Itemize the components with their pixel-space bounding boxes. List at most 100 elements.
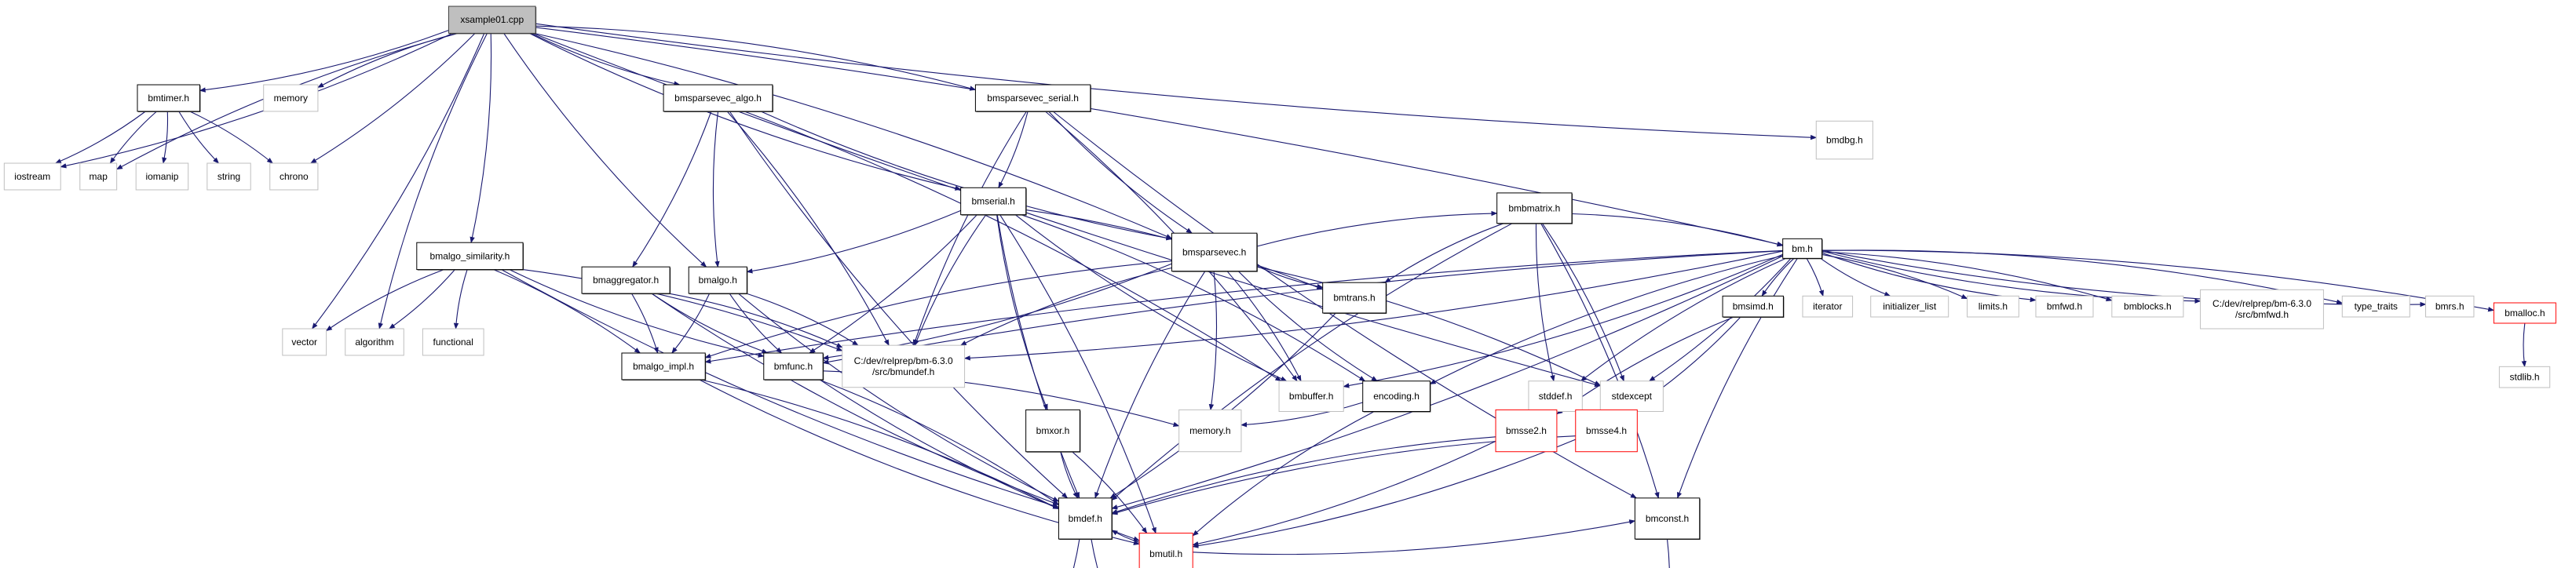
node-xsample01[interactable]: xsample01.cpp xyxy=(448,5,537,35)
edge-bm-to-iterator xyxy=(1806,258,1824,297)
node-encoding[interactable]: encoding.h xyxy=(1362,380,1431,413)
edge-bmserial-to-bmalgo xyxy=(746,209,961,274)
edge-bmalgo_impl-to-bmdef xyxy=(700,379,1060,510)
edge-bmsparsevec-to-bmbuffer xyxy=(1226,271,1302,382)
edge-xsample01-to-bmserial xyxy=(528,32,962,191)
node-bmsparsevec-algo[interactable]: bmsparsevec_algo.h xyxy=(663,84,773,112)
node-label: bmrs.h xyxy=(2435,301,2465,312)
node-box xyxy=(1171,232,1258,272)
node-limits: limits.h xyxy=(1967,295,2019,318)
edge-bmserial-to-encoding xyxy=(1021,214,1366,382)
node-box xyxy=(416,242,524,271)
edge-bmsparsevec-to-bmtrans xyxy=(1256,265,1324,289)
node-bm[interactable]: bm.h xyxy=(1782,238,1823,260)
node-label: memory xyxy=(274,93,308,104)
node-label: C:/dev/relprep/bm-6.3.0 xyxy=(854,355,953,366)
edge-xsample01-to-algorithm xyxy=(378,33,488,330)
edge-bmalloc-to-stdlib xyxy=(2521,322,2527,368)
edge-bmalgo_similarity-to-bmundef xyxy=(522,269,843,351)
node-bmfwd: bmfwd.h xyxy=(2035,295,2094,318)
node-bmtrans[interactable]: bmtrans.h xyxy=(1322,282,1387,314)
node-bmundef: C:/dev/relprep/bm-6.3.0/src/bmundef.h xyxy=(842,344,966,388)
edge-xsample01-to-bmalgo_similarity xyxy=(470,33,492,243)
node-bmbmatrix[interactable]: bmbmatrix.h xyxy=(1496,192,1573,224)
edge-bmbmatrix-to-bmtrans xyxy=(1384,223,1504,283)
node-label: bmsimd.h xyxy=(1733,301,1774,312)
edge-bmsparsevec-to-stdexcept xyxy=(1256,266,1602,386)
edge-xsample01-to-bmsparsevec_serial xyxy=(535,25,977,91)
node-box xyxy=(1278,380,1344,412)
node-box xyxy=(2493,302,2556,324)
edge-bmsse2-to-bmdef xyxy=(1111,436,1496,515)
node-bmserial[interactable]: bmserial.h xyxy=(960,187,1027,216)
node-label: bmdef.h xyxy=(1069,513,1102,524)
node-box xyxy=(1634,497,1701,540)
node-bmblocks: bmblocks.h xyxy=(2111,295,2184,318)
node-bmaggregator[interactable]: bmaggregator.h xyxy=(581,266,671,295)
edge-bmsparsevec_algo-to-bmaggregator xyxy=(632,111,712,268)
node-bmsparsevec[interactable]: bmsparsevec.h xyxy=(1171,232,1258,272)
edge-bmserial-to-bmxor xyxy=(996,214,1048,411)
node-label: bmalloc.h xyxy=(2505,308,2545,319)
node-box xyxy=(1025,409,1080,453)
edge-bmsparsevec_algo-to-bmdef xyxy=(729,111,1069,499)
node-box xyxy=(1528,380,1583,412)
node-box xyxy=(2498,366,2551,388)
edge-bm-to-bmalloc xyxy=(1821,249,2495,312)
node-box xyxy=(422,328,484,356)
edge-bmalgo-to-bmfunc xyxy=(729,293,783,354)
node-bmconst[interactable]: bmconst.h xyxy=(1634,497,1701,541)
edge-bmsparsevec-to-bmfunc xyxy=(822,263,1172,360)
edge-bm-to-bmconst xyxy=(1677,257,1798,499)
node-label: encoding.h xyxy=(1373,391,1420,402)
node-label: memory.h xyxy=(1189,425,1230,436)
edge-bmtimer-to-chrono xyxy=(189,111,273,164)
edge-bmsparsevec_serial-to-bmsparsevec xyxy=(1048,111,1193,234)
node-box xyxy=(345,328,404,356)
node-label: bmsparsevec_serial.h xyxy=(987,93,1079,104)
node-bmfunc[interactable]: bmfunc.h xyxy=(763,352,824,380)
node-box xyxy=(974,84,1091,112)
node-bmalgo-impl[interactable]: bmalgo_impl.h xyxy=(621,352,707,380)
node-box xyxy=(2200,289,2324,330)
edge-bm-to-initializer_list xyxy=(1820,257,1891,297)
node-bmtimer[interactable]: bmtimer.h xyxy=(137,84,201,112)
node-bmxor[interactable]: bmxor.h xyxy=(1025,409,1081,453)
node-iostream: iostream xyxy=(3,162,61,191)
edge-bmsparsevec-to-memory_h xyxy=(1208,271,1218,411)
edge-bmtimer-to-iomanip xyxy=(162,111,169,164)
node-bmrs: bmrs.h xyxy=(2424,295,2475,318)
node-label: chrono xyxy=(280,171,309,182)
edge-encoding-to-memory_h xyxy=(1240,402,1363,428)
node-stddef: stddef.h xyxy=(1528,380,1583,412)
node-box xyxy=(1362,380,1431,412)
node-map: map xyxy=(79,162,118,191)
node-bmalgo-similarity[interactable]: bmalgo_similarity.h xyxy=(416,242,524,271)
edge-bmbmatrix-to-stddef xyxy=(1535,223,1555,382)
node-bmalloc[interactable]: bmalloc.h xyxy=(2493,302,2556,324)
edge-xsample01-to-bm xyxy=(535,27,1784,247)
node-label: bmsparsevec.h xyxy=(1182,246,1246,257)
edge-bm-to-stddef xyxy=(1580,257,1786,382)
node-label: bmsse4.h xyxy=(1586,425,1627,436)
node-label: bmbmatrix.h xyxy=(1508,202,1560,213)
node-bmsimd[interactable]: bmsimd.h xyxy=(1722,295,1785,318)
edge-bmsparsevec_algo-to-bmalgo xyxy=(712,111,720,268)
node-label: bmalgo_similarity.h xyxy=(430,250,510,261)
node-bmsparsevec-serial[interactable]: bmsparsevec_serial.h xyxy=(974,84,1091,112)
node-bmsse4[interactable]: bmsse4.h xyxy=(1575,409,1638,453)
edge-bmxor-to-bmutil xyxy=(1072,451,1148,534)
edge-bmalgo-to-bmundef xyxy=(746,293,859,346)
node-label: bmtimer.h xyxy=(148,93,189,104)
edge-xsample01-to-bmtimer xyxy=(199,30,449,93)
edge-bmserial-to-bmutil xyxy=(999,214,1156,534)
node-bmsse2[interactable]: bmsse2.h xyxy=(1495,409,1558,453)
node-bmalgo[interactable]: bmalgo.h xyxy=(688,266,748,295)
edge-bmalgo_similarity-to-bmdef xyxy=(501,269,1060,508)
node-label: functional xyxy=(433,337,473,348)
node-stdexcept: stdexcept xyxy=(1599,380,1664,412)
node-label: bmalgo_impl.h xyxy=(633,361,694,372)
node-bmutil[interactable]: bmutil.h xyxy=(1138,533,1193,568)
node-bmdef[interactable]: bmdef.h xyxy=(1058,497,1113,541)
edge-bmsparsevec-to-encoding xyxy=(1237,271,1378,382)
